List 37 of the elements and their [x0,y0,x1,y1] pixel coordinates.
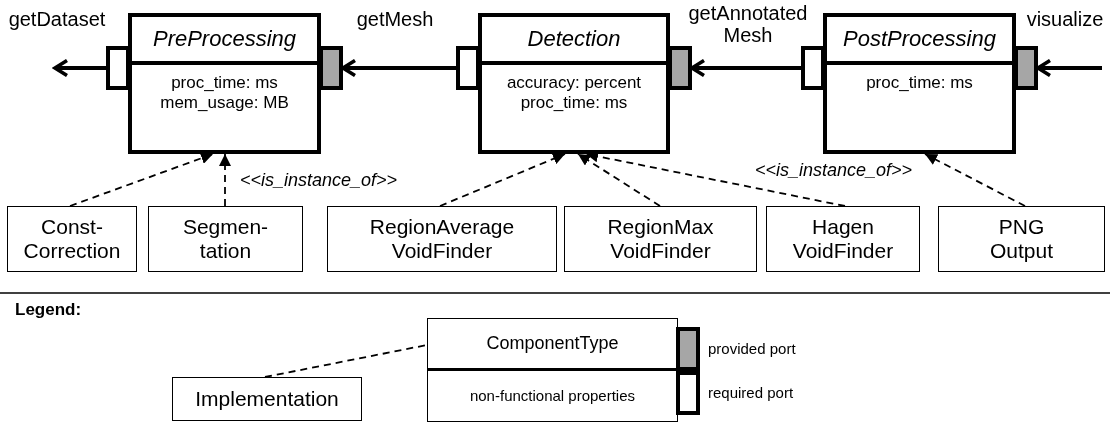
implementation-box [7,206,137,272]
implementation-name: Const- Correction [22,214,122,264]
component-name: PreProcessing [152,26,297,52]
property-text: proc_time: ms mem_usage: MB [159,73,290,114]
component-box [427,318,678,422]
implementation-name: PNG Output [988,214,1054,264]
legend-label: provided port [708,340,796,357]
property-text: non-functional properties [469,387,636,405]
component-box [478,13,670,154]
component-box [128,13,321,154]
implementation-name: Segmen- tation [181,214,270,264]
implementation-name: RegionAverage VoidFinder [368,214,516,264]
implementation-name: Hagen VoidFinder [791,214,895,264]
implementation-box [148,206,303,272]
implementation-box [938,206,1105,272]
stereotype-label: <<is_instance_of>> [240,170,398,191]
implementation-box [172,377,362,421]
stereotype-label: <<is_instance_of>> [755,160,913,181]
component-name: Detection [527,26,621,52]
component-box [823,13,1016,154]
dashed-arrow [219,153,231,207]
component-name: ComponentType [486,333,619,354]
dashed-arrow [924,153,1026,207]
dashed-arrow [69,152,214,207]
implementation-box [766,206,920,272]
property-text: proc_time: ms [866,73,973,94]
legend-label: required port [708,384,794,401]
arrow [53,58,106,78]
component-name: PostProcessing [843,26,996,52]
implementation-name: Implementation [195,386,339,412]
dashed-arrow [439,153,566,207]
implementation-box [327,206,557,272]
dashed-arrow [577,153,661,207]
implementation-name: RegionMax VoidFinder [606,214,715,264]
implementation-box [564,206,757,272]
legend-heading: Legend: [15,300,82,320]
property-text: accuracy: percent proc_time: ms [505,73,643,114]
